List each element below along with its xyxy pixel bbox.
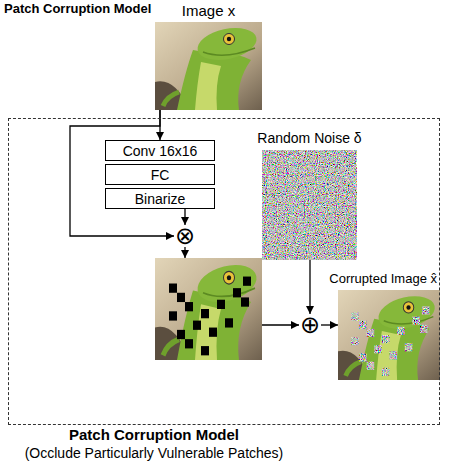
module-note: (Occlude Particularly Vulnerable Patches… bbox=[9, 444, 299, 462]
image-node: Random Noise δ bbox=[262, 150, 357, 260]
layer-name: FC bbox=[151, 167, 170, 183]
image-node: Corrupted Image x̂ bbox=[338, 290, 440, 380]
operator-symbol: ⊗ bbox=[174, 225, 196, 247]
masked-arrow bbox=[262, 324, 299, 325]
image-label: Random Noise δ bbox=[257, 130, 361, 147]
layer-name: Conv 16x16 bbox=[123, 143, 198, 159]
flow-arrow bbox=[184, 209, 185, 225]
operator-sign: ⊕ bbox=[300, 314, 320, 336]
frame-caption: Patch Corruption Model(Occlude Particula… bbox=[9, 426, 299, 462]
process-box: Binarize bbox=[105, 188, 215, 209]
operator-sign: ⊗ bbox=[175, 225, 195, 247]
module-frame: Patch Corruption Model(Occlude Particula… bbox=[8, 118, 440, 425]
flow-arrow bbox=[309, 260, 310, 314]
mask-arrow bbox=[184, 247, 185, 258]
image-label: Corrupted Image x̂ bbox=[329, 270, 437, 287]
layer-name: Binarize bbox=[135, 191, 186, 207]
image-node: Image x bbox=[155, 22, 262, 110]
operator-symbol: ⊕ bbox=[299, 314, 321, 336]
corrupted-image bbox=[338, 290, 440, 380]
masked-image bbox=[155, 258, 262, 360]
input-image bbox=[155, 22, 262, 110]
process-box: FC bbox=[105, 164, 215, 185]
image-label: Image x bbox=[182, 2, 235, 19]
flow-arrow bbox=[321, 324, 338, 325]
noise-image bbox=[262, 150, 357, 260]
process-box: Conv 16x16 bbox=[105, 140, 215, 161]
module-name: Patch Corruption Model bbox=[9, 426, 299, 444]
slide-title: Patch Corruption Model bbox=[4, 1, 151, 16]
